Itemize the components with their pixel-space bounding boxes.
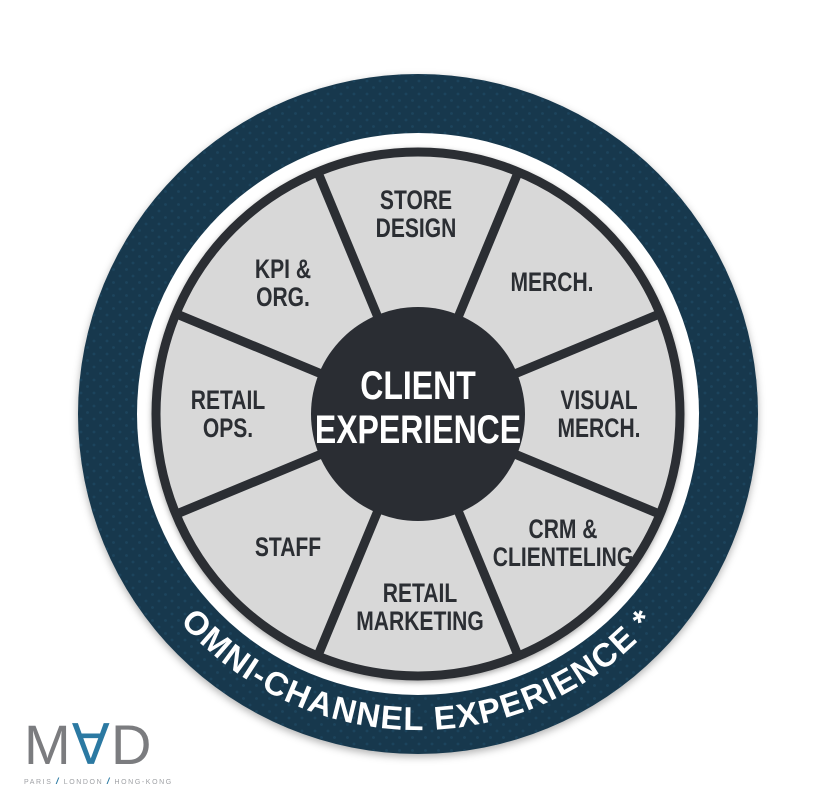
- segment-label-line: MERCH.: [557, 413, 641, 443]
- segment-label-line: STAFF: [254, 532, 322, 562]
- logo-letter-d: D: [110, 713, 153, 776]
- segment-label-line: KPI &: [254, 254, 312, 284]
- segment-label-staff: STAFF: [255, 533, 321, 561]
- logo-slash-icon: /: [106, 776, 111, 786]
- segment-label-kpi-org: KPI & ORG.: [255, 255, 311, 311]
- logo-letter-m: M: [24, 713, 72, 776]
- logo-city-paris: PARIS: [24, 779, 53, 786]
- segment-label-line: DESIGN: [375, 213, 457, 243]
- logo-city-london: LONDON: [63, 779, 104, 786]
- segment-label-line: RETAIL: [190, 385, 266, 415]
- center-circle: [311, 307, 525, 521]
- mad-logo-wordmark: M∀D: [24, 716, 173, 775]
- center-label-client-experience: CLIENT EXPERIENCE: [315, 364, 521, 452]
- segment-label-retail-marketing: RETAIL MARKETING: [356, 579, 484, 635]
- segment-label-merch: MERCH.: [510, 268, 593, 296]
- logo-city-hongkong: HONG-KONG: [114, 779, 173, 786]
- center-label-line: CLIENT: [360, 364, 476, 408]
- segment-label-line: OPS.: [202, 413, 254, 443]
- segment-label-retail-ops: RETAIL OPS.: [191, 386, 265, 442]
- segment-label-line: MARKETING: [356, 606, 484, 636]
- center-label-line: EXPERIENCE: [314, 408, 522, 452]
- segment-label-visual-merch: VISUAL MERCH.: [557, 386, 640, 442]
- segment-label-store-design: STORE DESIGN: [376, 186, 457, 242]
- segment-label-line: STORE: [379, 185, 453, 215]
- segment-label-line: VISUAL: [560, 385, 638, 415]
- segment-label-line: CRM &: [528, 514, 598, 544]
- logo-slash-icon: /: [56, 776, 61, 786]
- logo-letter-a-inverted: ∀: [71, 713, 111, 778]
- segment-label-line: RETAIL: [382, 578, 458, 608]
- mad-logo-tagline: PARIS / LONDON / HONG-KONG: [24, 776, 173, 786]
- mad-logo: M∀D PARIS / LONDON / HONG-KONG: [24, 716, 173, 787]
- segment-label-crm-clienteling: CRM & CLIENTELING: [493, 515, 633, 571]
- segment-label-line: ORG.: [256, 282, 310, 312]
- segment-label-line: CLIENTELING: [492, 542, 634, 572]
- segment-label-line: MERCH.: [510, 267, 594, 297]
